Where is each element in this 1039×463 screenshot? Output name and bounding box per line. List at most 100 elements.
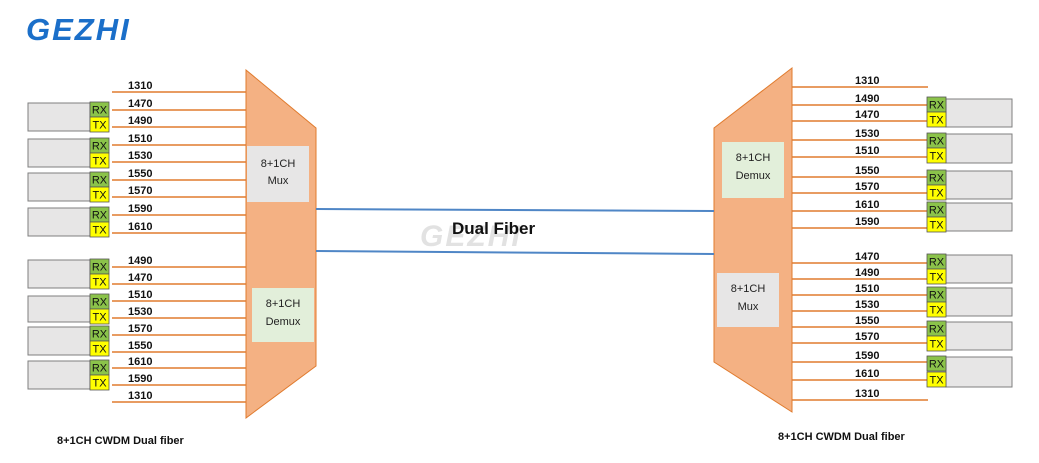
tx-port [89,374,110,391]
gezhi-logo: GEZHI [26,12,131,47]
tx-port [926,301,947,318]
tx-port [89,308,110,325]
left-transceiver: RX TX [27,101,110,133]
right-demux-box-line2: Demux [736,170,771,182]
tx-port [89,116,110,133]
tx-port [926,147,947,164]
left-wavelength-label: 1550 [128,168,152,180]
left-wavelength-label: 1510 [128,133,152,145]
right-transceiver-body [945,356,1013,388]
right-transceiver-body [945,202,1013,232]
right-wavelength-label: 1510 [855,283,879,295]
left-transceiver-body [27,102,91,132]
right-wavelength-label: 1550 [855,165,879,177]
right-demux-box: 8+1CH Demux [722,142,784,198]
fiber-line-bottom [315,250,715,255]
rx-port-label: RX [929,173,945,185]
right-transceiver: RX TX [926,286,1013,318]
tx-port-label: TX [92,312,107,324]
left-transceiver-body [27,138,91,168]
tx-port [89,221,110,238]
left-mux-box-line2: Mux [268,175,289,187]
right-mux-box-line1: 8+1CH [731,283,766,295]
tx-port-label: TX [92,277,107,289]
right-wavelength-label: 1590 [855,350,879,362]
left-transceiver-body [27,326,91,356]
right-transceiver-body [945,133,1013,164]
left-wavelength-lines: 1310147014901510153015501570159016101490… [112,80,246,403]
tx-port-label: TX [92,120,107,132]
tx-port-label: TX [929,339,944,351]
right-wavelength-label: 1550 [855,315,879,327]
rx-port-label: RX [92,329,108,341]
tx-port [926,335,947,352]
rx-port-label: RX [92,105,108,117]
tx-port-label: TX [929,305,944,317]
tx-port-label: TX [92,225,107,237]
right-transceiver: RX TX [926,169,1013,201]
left-transceiver: RX TX [27,258,110,290]
rx-port-label: RX [929,205,945,217]
tx-port-label: TX [92,156,107,168]
right-wavelength-label: 1310 [855,75,879,87]
tx-port-label: TX [929,220,944,232]
rx-port-label: RX [929,290,945,302]
tx-port-label: TX [929,375,944,387]
tx-port-label: TX [929,188,944,200]
left-mux-trapezoid [245,68,317,419]
dual-fiber-label: Dual Fiber [452,219,536,238]
right-transceiver-body [945,321,1013,351]
left-transceiver: RX TX [27,359,110,391]
right-wavelength-label: 1530 [855,299,879,311]
tx-port [89,340,110,357]
right-wavelength-label: 1310 [855,388,879,400]
left-transceiver-body [27,207,91,237]
rx-port-label: RX [929,100,945,112]
tx-port [89,152,110,169]
left-wavelength-label: 1530 [128,150,152,162]
tx-port-label: TX [92,378,107,390]
rx-port-label: RX [92,363,108,375]
left-wavelength-label: 1470 [128,98,152,110]
right-wavelength-label: 1490 [855,93,879,105]
left-caption: 8+1CH CWDM Dual fiber [57,435,185,447]
right-transceiver: RX TX [926,96,1013,128]
right-transceiver-body [945,170,1013,200]
right-wavelength-lines: 1310149014701530151015501570161015901470… [792,75,928,401]
right-wavelength-label: 1470 [855,109,879,121]
right-wavelength-label: 1570 [855,181,879,193]
left-wavelength-label: 1610 [128,356,152,368]
left-wavelength-label: 1310 [128,390,152,402]
right-wavelength-label: 1490 [855,267,879,279]
left-demux-box-line1: 8+1CH [266,298,301,310]
right-transceiver: RX TX [926,201,1013,233]
rx-port-label: RX [92,262,108,274]
left-wavelength-label: 1570 [128,185,152,197]
right-wavelength-label: 1530 [855,128,879,140]
left-transceiver-body [27,360,91,390]
right-wavelength-label: 1610 [855,368,879,380]
left-demux-box: 8+1CH Demux [252,288,314,342]
tx-port-label: TX [92,344,107,356]
left-transceiver-body [27,172,91,202]
right-demux-box-line1: 8+1CH [736,152,771,164]
left-wavelength-label: 1490 [128,255,152,267]
tx-port-label: TX [929,115,944,127]
right-wavelength-label: 1510 [855,145,879,157]
fiber-line-top [315,208,715,212]
right-wavelength-label: 1610 [855,199,879,211]
rx-port-label: RX [929,136,945,148]
rx-port-label: RX [92,297,108,309]
right-transceiver-body [945,98,1013,128]
left-wavelength-label: 1490 [128,115,152,127]
tx-port [926,184,947,201]
left-transceiver: RX TX [27,293,110,325]
tx-port-label: TX [92,190,107,202]
left-wavelength-label: 1610 [128,221,152,233]
